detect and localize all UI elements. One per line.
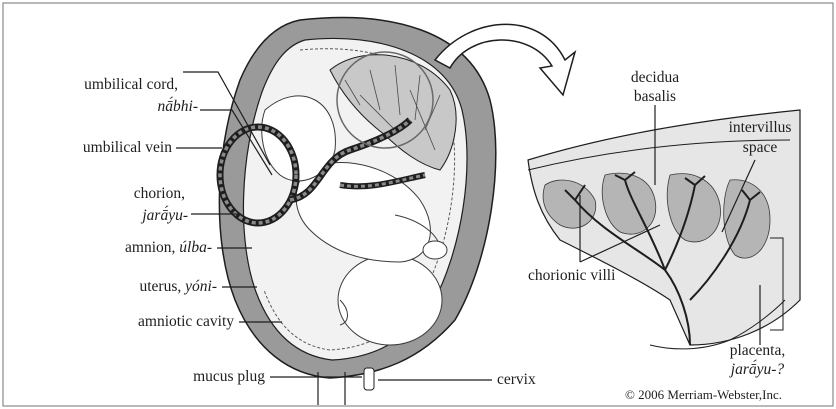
label-decidua-1: decidua: [605, 70, 705, 86]
label-placenta: placenta,: [700, 343, 815, 359]
label-chorion-skt-text: jarā́yu-: [142, 207, 188, 224]
label-mucus-plug: mucus plug: [20, 369, 265, 385]
label-uterus-skt: yóni-: [185, 278, 217, 295]
copyright-notice: © 2006 Merriam-Webster,Inc.: [625, 388, 782, 401]
label-intervillus-1: intervillus: [710, 120, 810, 136]
label-placenta-skt: jarā́yu-?: [700, 362, 815, 378]
label-umbilical-vein: umbilical vein: [20, 140, 172, 156]
mucus-plug-shape: [364, 368, 374, 390]
label-umbilical-cord: umbilical cord,: [20, 77, 178, 93]
label-placenta-skt-text: jarā́yu-?: [731, 361, 784, 378]
label-decidua-2: basalis: [605, 89, 705, 105]
uterus-illustration: [219, 18, 495, 405]
label-intervillus-2: space: [710, 140, 810, 156]
label-uterus: uterus, yóni-: [20, 279, 217, 295]
fetus-head: [338, 255, 442, 345]
label-umbilical-cord-skt: nā́bhi-: [20, 99, 198, 115]
label-chorion-skt: jarā́yu-: [20, 208, 188, 224]
fetus-hand: [423, 241, 447, 259]
label-cervix: cervix: [497, 372, 536, 388]
label-amnion-text: amnion,: [125, 239, 175, 256]
label-amnion: amnion, úlba-: [20, 240, 212, 256]
label-umbilical-cord-skt-text: nā́bhi-: [158, 98, 198, 115]
label-chorionic-villi: chorionic villi: [528, 268, 615, 284]
label-amniotic-cavity: amniotic cavity: [20, 314, 234, 330]
label-chorion: chorion,: [20, 186, 185, 202]
label-uterus-text: uterus,: [140, 278, 182, 295]
label-amnion-skt: úlba-: [179, 239, 212, 256]
